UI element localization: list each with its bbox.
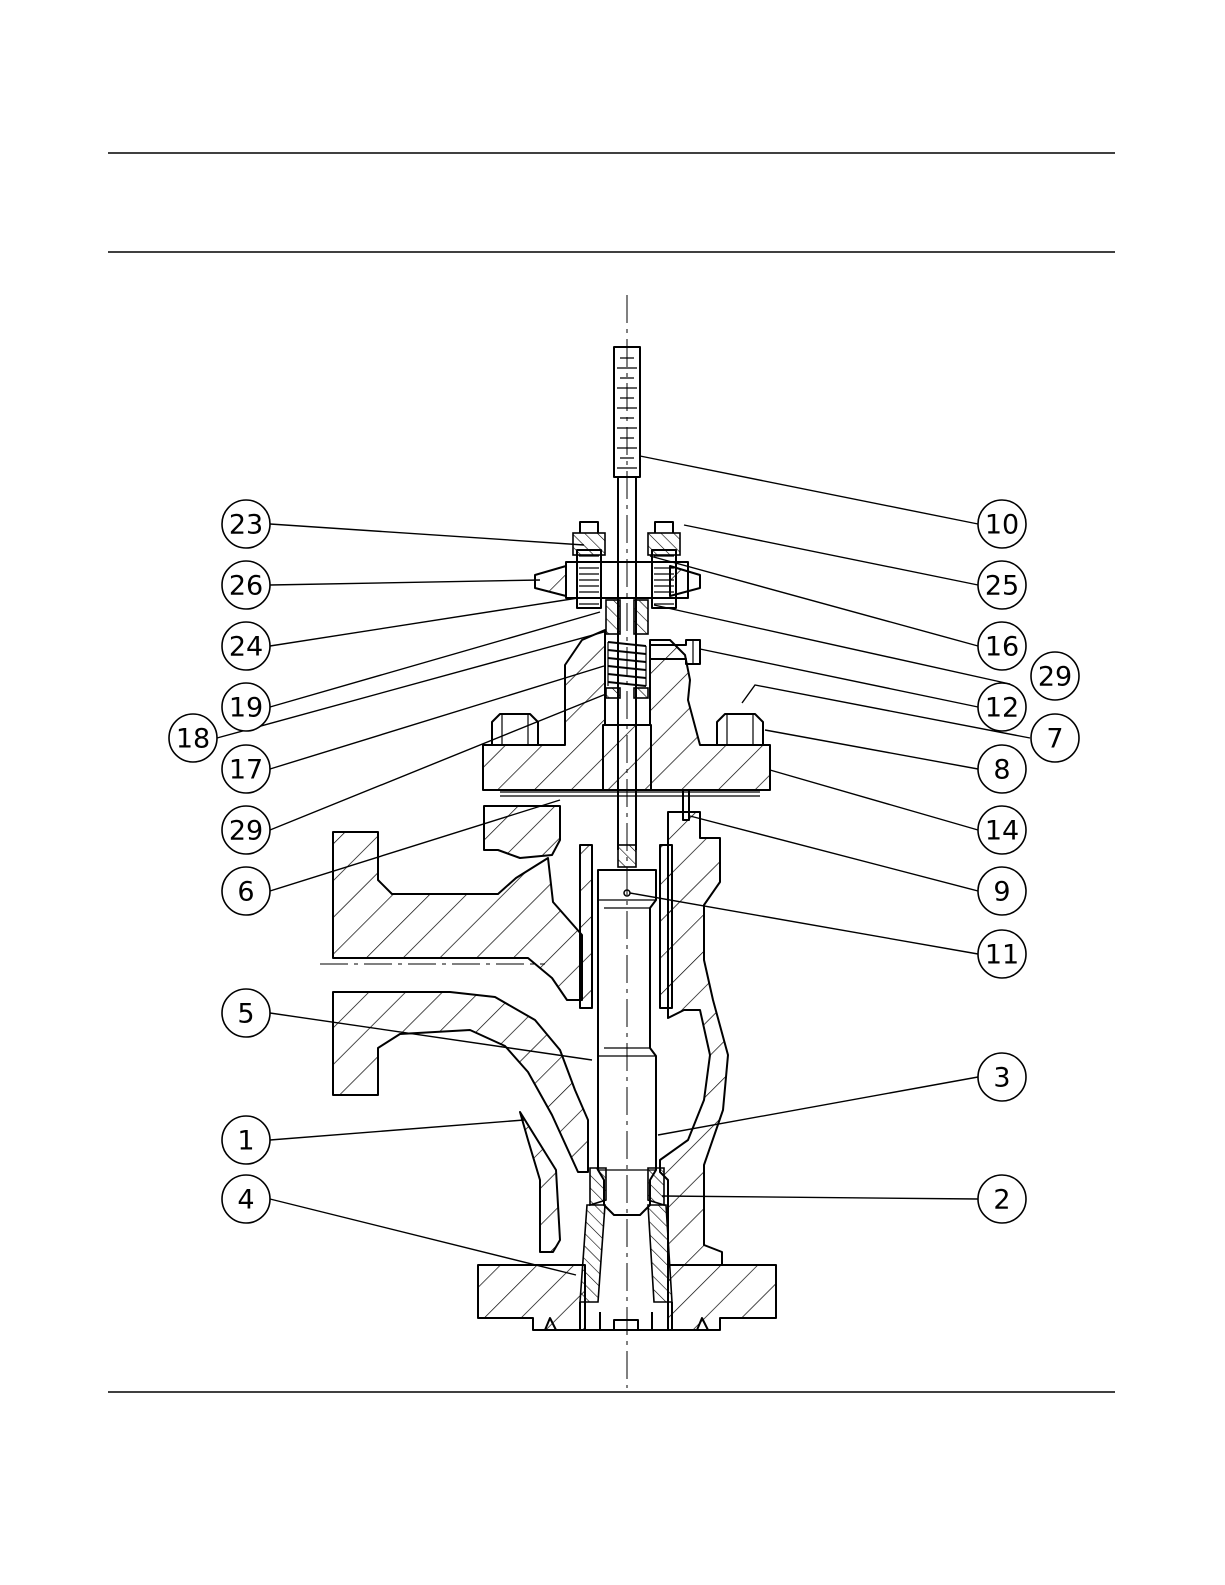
balloon-label: 17: [229, 755, 263, 786]
balloon-10: 10: [978, 500, 1026, 548]
balloon-26: 26: [222, 561, 270, 609]
balloon-label: 6: [237, 877, 254, 908]
balloon-23: 23: [222, 500, 270, 548]
diffuser: [580, 1205, 672, 1330]
balloon-29-left: 29: [222, 806, 270, 854]
balloon-label: 29: [229, 816, 263, 847]
balloon-label: 14: [985, 816, 1019, 847]
gland-nut-left: [573, 522, 605, 555]
balloon-14: 14: [978, 806, 1026, 854]
balloon-label: 10: [985, 510, 1019, 541]
balloon-label: 24: [229, 632, 263, 663]
balloon-label: 11: [985, 940, 1019, 971]
balloon-9: 9: [978, 867, 1026, 915]
balloon-label: 19: [229, 693, 263, 724]
balloon-label: 23: [229, 510, 263, 541]
balloon-label: 26: [229, 571, 263, 602]
balloon-label: 29: [1038, 662, 1072, 693]
balloon-label: 1: [237, 1126, 254, 1157]
balloon-17: 17: [222, 745, 270, 793]
balloon-8: 8: [978, 745, 1026, 793]
balloon-label: 9: [993, 877, 1010, 908]
balloon-16: 16: [978, 622, 1026, 670]
balloon-label: 3: [993, 1063, 1010, 1094]
gland-stud-left: [577, 550, 601, 608]
balloon-24: 24: [222, 622, 270, 670]
balloon-label: 8: [993, 755, 1010, 786]
balloon-3: 3: [978, 1053, 1026, 1101]
valve-body: [333, 806, 776, 1330]
bonnet-nut-right: [717, 714, 763, 745]
balloon-19: 19: [222, 683, 270, 731]
balloon-label: 7: [1046, 724, 1063, 755]
gasket: [500, 792, 760, 796]
balloon-7: 7: [1031, 714, 1079, 762]
balloon-11: 11: [978, 930, 1026, 978]
balloon-6: 6: [222, 867, 270, 915]
balloon-label: 16: [985, 632, 1019, 663]
balloon-29-right: 29: [1031, 652, 1079, 700]
balloon-label: 25: [985, 571, 1019, 602]
balloon-label: 12: [985, 693, 1019, 724]
balloon-label: 5: [237, 999, 254, 1030]
bonnet-nut-left: [492, 714, 538, 745]
gland-nut-right: [648, 522, 680, 555]
balloon-1: 1: [222, 1116, 270, 1164]
balloon-2: 2: [978, 1175, 1026, 1223]
balloon-label: 18: [176, 724, 210, 755]
balloon-25: 25: [978, 561, 1026, 609]
balloon-18: 18: [169, 714, 217, 762]
balloon-label: 4: [237, 1185, 254, 1216]
balloon-label: 2: [993, 1185, 1010, 1216]
balloon-4: 4: [222, 1175, 270, 1223]
balloon-12: 12: [978, 683, 1026, 731]
balloon-5: 5: [222, 989, 270, 1037]
